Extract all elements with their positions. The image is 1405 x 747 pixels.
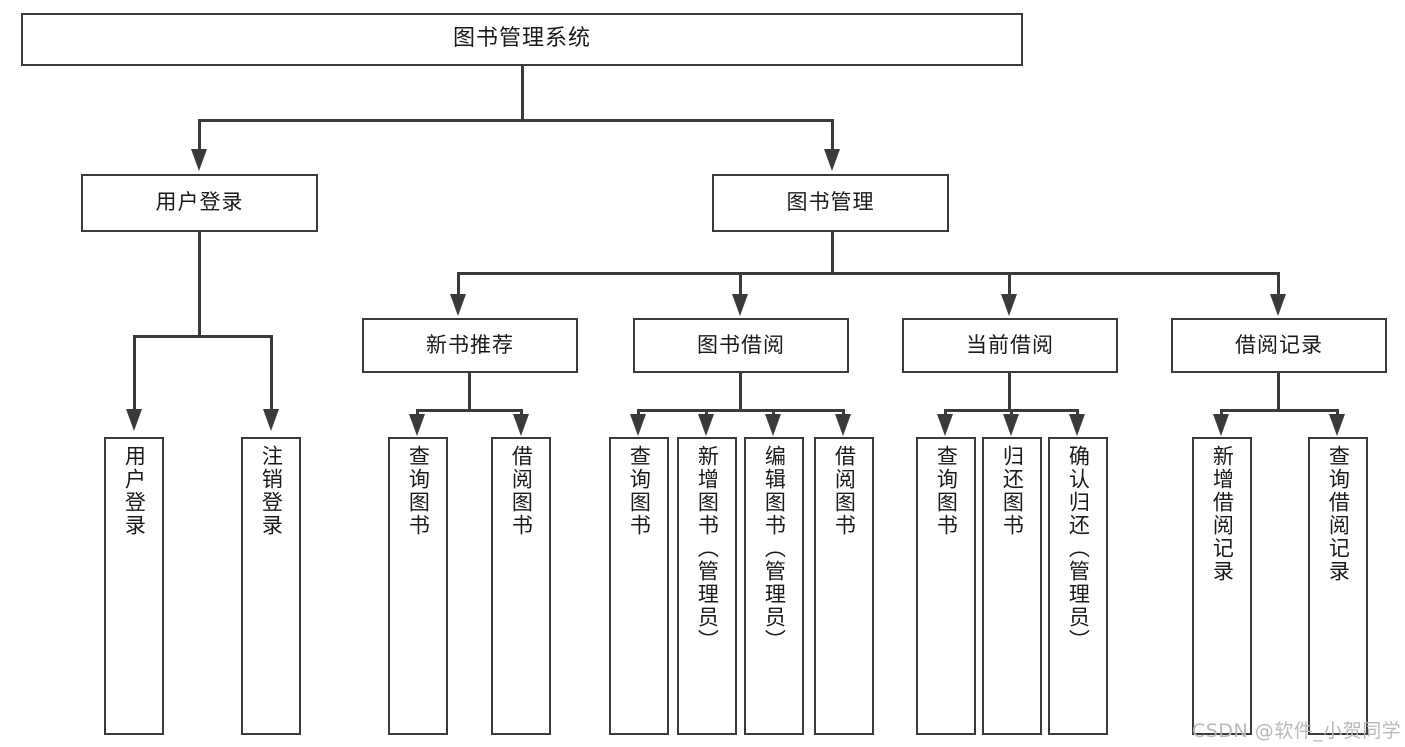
node-user-login[interactable]: 用户登录 — [81, 174, 318, 232]
connector-book-management-stem — [831, 232, 834, 272]
connector-level2-bar — [198, 119, 834, 122]
connector-current-borrow-stem — [1008, 373, 1011, 409]
arrow-to-leaf-borrow-book-2 — [835, 414, 851, 436]
connector-new-book-stem — [468, 373, 471, 409]
arrow-to-leaf-query-book-3 — [937, 414, 953, 436]
node-label: 确认归还（管理员） — [1066, 445, 1091, 652]
connector-book-borrow-drop-3 — [772, 409, 775, 417]
connector-user-login-stem — [198, 232, 201, 335]
arrow-to-leaf-query-book-1 — [409, 414, 425, 436]
connector-book-borrow-drop-2 — [705, 409, 708, 417]
arrow-to-user-login — [191, 149, 207, 171]
connector-book-borrow-stem — [739, 373, 742, 409]
arrow-to-leaf-logout — [263, 409, 279, 431]
node-label: 查询图书 — [627, 445, 652, 537]
connector-book-borrow-drop-1 — [637, 409, 640, 417]
leaf-query-borrow-record[interactable]: 查询借阅记录 — [1308, 437, 1368, 735]
connector-new-book-bar — [416, 409, 523, 412]
leaf-add-book-admin[interactable]: 新增图书（管理员） — [677, 437, 737, 735]
node-label: 新增图书（管理员） — [695, 445, 720, 652]
arrow-to-leaf-add-record — [1213, 414, 1229, 436]
connector-user-login-bar — [133, 335, 273, 338]
leaf-query-book-current[interactable]: 查询图书 — [916, 437, 976, 735]
connector-root-stem — [521, 66, 524, 119]
node-label: 用户登录 — [122, 445, 147, 537]
connector-level2-drop-2 — [831, 119, 834, 149]
connector-new-book-drop-1 — [416, 409, 419, 417]
node-label: 借阅图书 — [832, 445, 857, 537]
node-borrow-record[interactable]: 借阅记录 — [1171, 318, 1387, 373]
connector-level3-bar — [457, 272, 1280, 275]
arrow-to-leaf-borrow-book-1 — [513, 414, 529, 436]
leaf-user-login[interactable]: 用户登录 — [104, 437, 164, 735]
node-book-management[interactable]: 图书管理 — [712, 174, 949, 232]
node-label: 图书借阅 — [697, 332, 785, 357]
node-label: 编辑图书（管理员） — [762, 445, 787, 652]
node-label: 图书管理系统 — [452, 26, 591, 52]
connector-level3-drop-1 — [457, 272, 460, 294]
node-label: 注销登录 — [259, 445, 284, 537]
connector-current-borrow-drop-3 — [1076, 409, 1079, 417]
node-label: 借阅记录 — [1235, 332, 1323, 357]
node-root-book-management-system[interactable]: 图书管理系统 — [21, 13, 1023, 66]
connector-book-borrow-drop-4 — [842, 409, 845, 417]
leaf-return-book[interactable]: 归还图书 — [982, 437, 1042, 735]
arrow-to-leaf-return-book — [1003, 414, 1019, 436]
connector-user-login-drop-1 — [133, 335, 136, 409]
arrow-to-leaf-add-book — [698, 414, 714, 436]
arrow-to-leaf-edit-book — [765, 414, 781, 436]
arrow-to-leaf-confirm-return — [1069, 414, 1085, 436]
arrow-to-borrow-record — [1270, 294, 1286, 316]
node-label: 归还图书 — [1000, 445, 1025, 537]
arrow-to-leaf-user-login — [126, 409, 142, 431]
node-book-borrow[interactable]: 图书借阅 — [633, 318, 849, 373]
node-label: 新书推荐 — [426, 332, 514, 357]
connector-level2-drop-1 — [198, 119, 201, 149]
leaf-query-book-borrow[interactable]: 查询图书 — [609, 437, 669, 735]
leaf-confirm-return-admin[interactable]: 确认归还（管理员） — [1048, 437, 1108, 735]
node-label: 查询图书 — [934, 445, 959, 537]
leaf-add-borrow-record[interactable]: 新增借阅记录 — [1192, 437, 1252, 735]
connector-borrow-record-drop-2 — [1336, 409, 1339, 417]
connector-borrow-record-stem — [1277, 373, 1280, 409]
connector-current-borrow-drop-1 — [944, 409, 947, 417]
connector-new-book-drop-2 — [520, 409, 523, 417]
arrow-to-current-borrow — [1001, 294, 1017, 316]
connector-user-login-drop-2 — [270, 335, 273, 409]
node-new-book-recommend[interactable]: 新书推荐 — [362, 318, 578, 373]
leaf-query-book-new-recommend[interactable]: 查询图书 — [388, 437, 448, 735]
node-label: 新增借阅记录 — [1210, 445, 1235, 583]
node-current-borrow[interactable]: 当前借阅 — [902, 318, 1118, 373]
arrow-to-new-book-recommend — [450, 294, 466, 316]
node-label: 查询借阅记录 — [1326, 445, 1351, 583]
connector-borrow-record-bar — [1220, 409, 1338, 412]
node-label: 借阅图书 — [509, 445, 534, 537]
node-label: 当前借阅 — [966, 332, 1054, 357]
node-label: 查询图书 — [406, 445, 431, 537]
connector-level3-drop-3 — [1008, 272, 1011, 294]
leaf-borrow-book[interactable]: 借阅图书 — [814, 437, 874, 735]
connector-current-borrow-drop-2 — [1010, 409, 1013, 417]
leaf-edit-book-admin[interactable]: 编辑图书（管理员） — [744, 437, 804, 735]
connector-level3-drop-2 — [739, 272, 742, 294]
leaf-logout-login[interactable]: 注销登录 — [241, 437, 301, 735]
connector-borrow-record-drop-1 — [1220, 409, 1223, 417]
arrow-to-book-borrow — [732, 294, 748, 316]
arrow-to-book-management — [824, 149, 840, 171]
connector-level3-drop-4 — [1277, 272, 1280, 294]
arrow-to-leaf-query-record — [1329, 414, 1345, 436]
node-label: 用户登录 — [155, 190, 244, 215]
connector-book-borrow-bar — [637, 409, 845, 412]
leaf-borrow-book-new-recommend[interactable]: 借阅图书 — [491, 437, 551, 735]
arrow-to-leaf-query-book-2 — [630, 414, 646, 436]
node-label: 图书管理 — [786, 190, 875, 215]
